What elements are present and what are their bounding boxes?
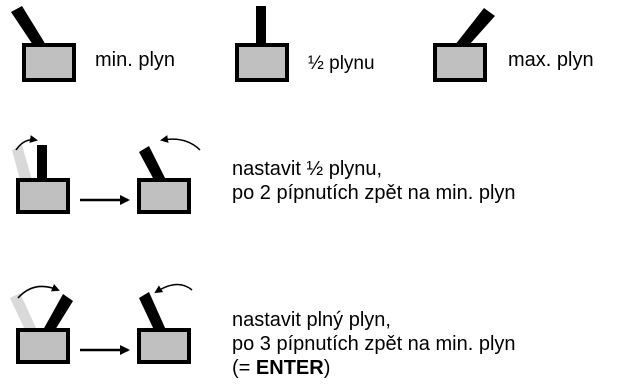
- max-throttle-label: max. plyn: [508, 49, 594, 71]
- enter-keyword: ENTER: [255, 357, 324, 379]
- step-half-line1: nastavit ½ plynu,: [232, 158, 383, 180]
- throttle-max-icon: [433, 8, 495, 82]
- step-half-instructions: nastavit ½ plynu, po 2 pípnutích zpět na…: [232, 157, 516, 205]
- enter-suffix: ): [323, 357, 331, 379]
- step-full-line1: nastavit plný plyn,: [232, 309, 391, 331]
- enter-prefix: (=: [232, 357, 256, 379]
- step-half-end-icon: [137, 135, 201, 214]
- step-half-line2: po 2 pípnutích zpět na min. plyn: [232, 182, 516, 204]
- step-full-start-icon: [10, 284, 73, 364]
- step-full-line2: po 3 pípnutích zpět na min. plyn: [232, 333, 516, 355]
- throttle-min-icon: [11, 6, 76, 82]
- step-full-instructions: nastavit plný plyn, po 3 pípnutích zpět …: [232, 308, 516, 380]
- min-throttle-label: min. plyn: [95, 49, 176, 71]
- step-full-end-icon: [137, 283, 193, 364]
- step-full-line3: (= ENTER): [232, 356, 516, 380]
- half-throttle-label: ½ plynu: [308, 53, 375, 74]
- step-half-start-icon: [12, 135, 70, 214]
- throttle-half-icon: [235, 6, 289, 82]
